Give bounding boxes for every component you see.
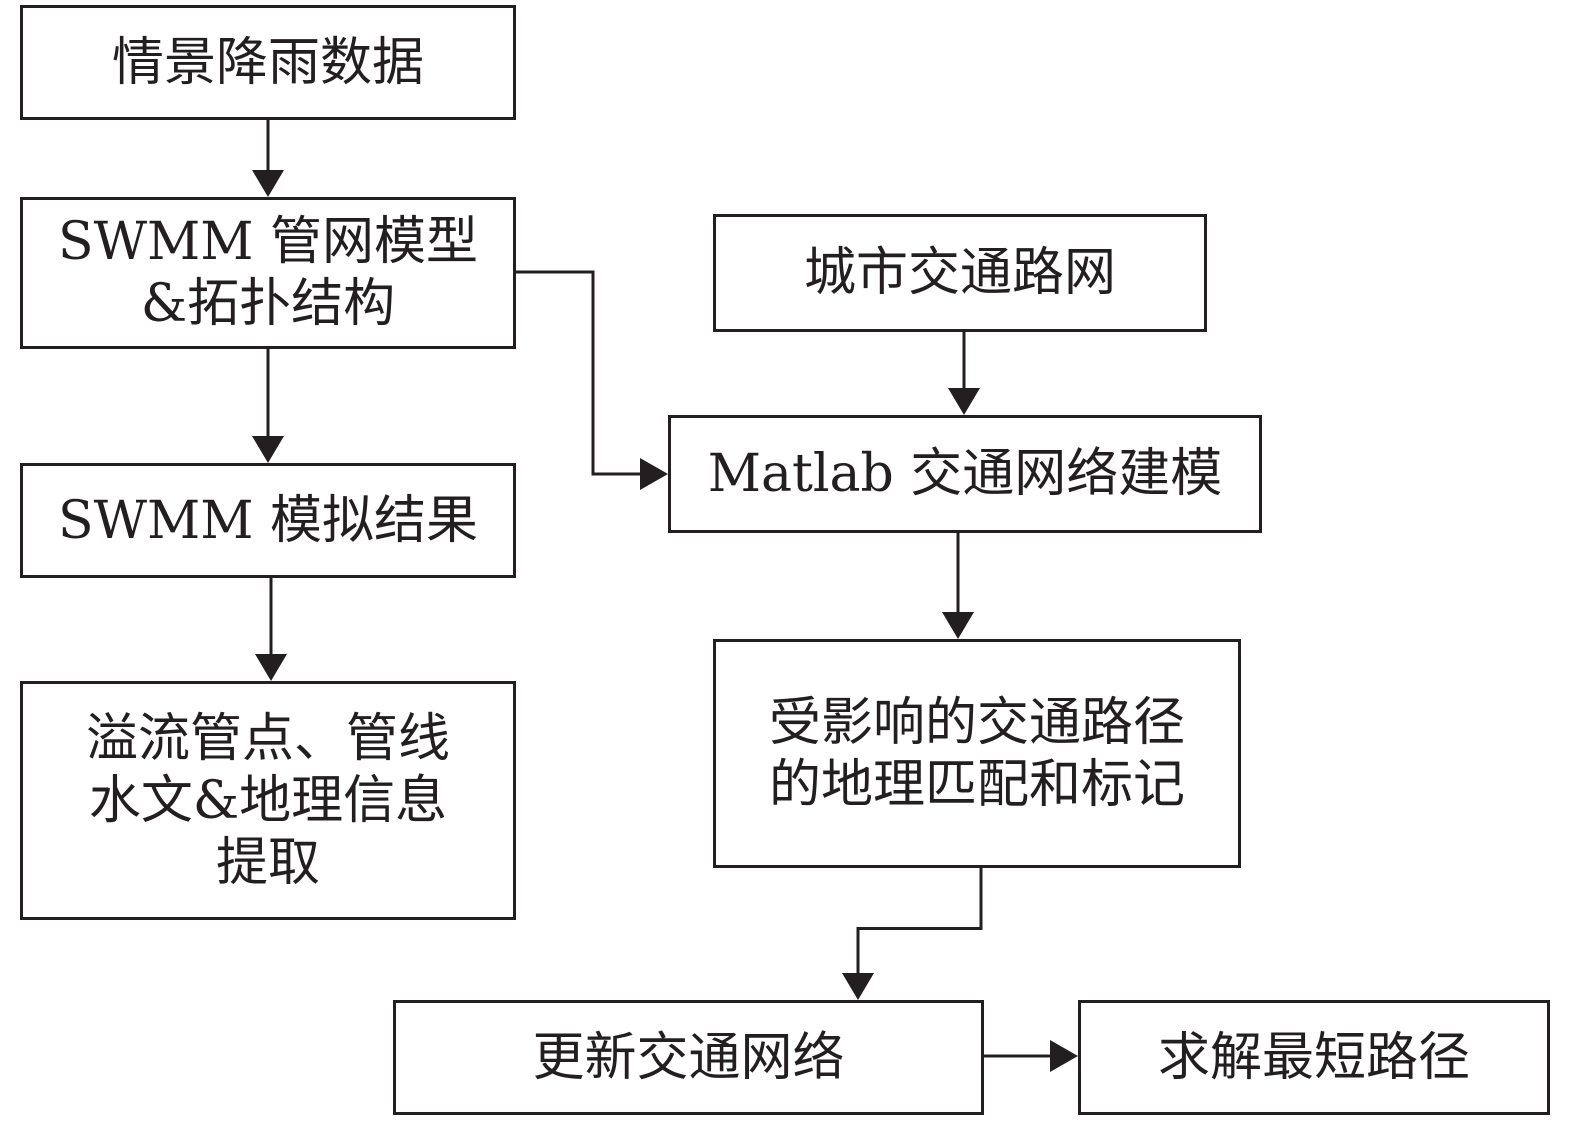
- node-affected-routes-line-1: 受影响的交通路径: [768, 692, 1185, 753]
- node-affected-routes-matching: 受影响的交通路径 的地理匹配和标记: [713, 639, 1241, 868]
- node-affected-routes-line-2: 的地理匹配和标记: [768, 754, 1185, 815]
- node-matlab-traffic-modeling-label: Matlab 交通网络建模: [707, 444, 1223, 504]
- node-rainfall-data: 情景降雨数据: [20, 5, 516, 120]
- arrowhead-shortest-path: [1050, 1040, 1078, 1072]
- node-swmm-pipe-model-line-2: &拓扑结构: [140, 274, 396, 334]
- node-swmm-pipe-model: SWMM 管网模型 &拓扑结构: [20, 197, 516, 349]
- node-update-traffic-network: 更新交通网络: [393, 1000, 984, 1115]
- arrowhead-overflow-info: [255, 654, 287, 681]
- node-swmm-pipe-model-line-1: SWMM 管网模型: [57, 212, 479, 272]
- arrowhead-matlab-from-top: [948, 388, 980, 415]
- arrowhead-update-network: [842, 973, 874, 1000]
- node-matlab-traffic-modeling: Matlab 交通网络建模: [668, 415, 1262, 533]
- node-overflow-info-extraction: 溢流管点、管线 水文&地理信息 提取: [20, 681, 516, 920]
- node-solve-shortest-path: 求解最短路径: [1078, 1000, 1550, 1115]
- node-swmm-simulation-result-label: SWMM 模拟结果: [57, 490, 479, 551]
- arrowhead-affected-routes: [942, 612, 974, 639]
- node-urban-road-network: 城市交通路网: [713, 214, 1207, 332]
- node-update-traffic-network-label: 更新交通网络: [532, 1027, 845, 1088]
- node-swmm-simulation-result: SWMM 模拟结果: [20, 463, 516, 578]
- node-overflow-info-line-1: 溢流管点、管线: [85, 708, 450, 769]
- node-overflow-info-line-3: 提取: [215, 832, 320, 893]
- arrowhead-swmm-result: [252, 436, 284, 463]
- arrowhead-matlab-from-left: [640, 458, 668, 490]
- arrowhead-swmm-model: [252, 170, 284, 197]
- node-solve-shortest-path-label: 求解最短路径: [1157, 1027, 1470, 1088]
- node-urban-road-network-label: 城市交通路网: [803, 243, 1116, 303]
- node-overflow-info-line-2: 水文&地理信息: [88, 770, 448, 831]
- node-rainfall-data-label: 情景降雨数据: [111, 32, 424, 93]
